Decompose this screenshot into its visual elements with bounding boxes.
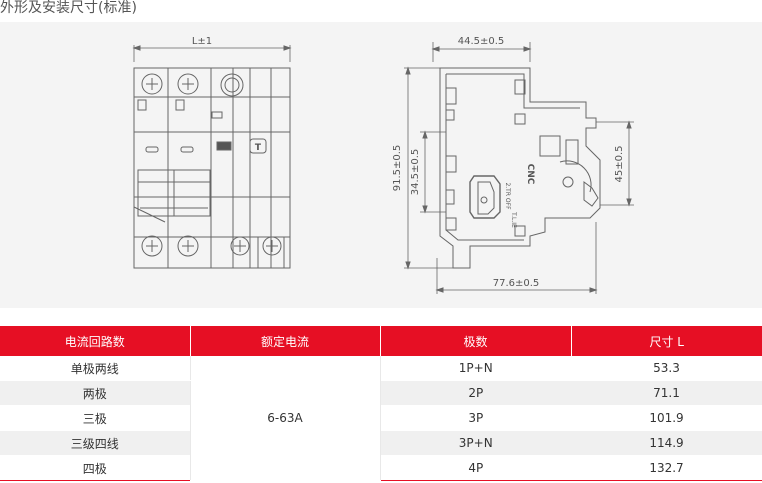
poles-cell: 3P bbox=[380, 405, 571, 431]
lever-label-bottom: T.L.IE bbox=[510, 211, 517, 228]
poles-cell: 4P bbox=[380, 455, 571, 481]
header-circuit: 电流回路数 bbox=[0, 326, 190, 356]
table-row: 三极 3P 101.9 bbox=[0, 405, 762, 431]
side-view bbox=[404, 42, 634, 294]
circuit-cell: 三级四线 bbox=[0, 430, 190, 456]
poles-cell: 2P bbox=[380, 380, 571, 406]
table-header-row: 电流回路数 额定电流 极数 尺寸 L bbox=[0, 326, 762, 356]
poles-cell: 3P+N bbox=[380, 430, 571, 456]
dimension-drawing: L±1 T 44.5±0.5 91.5±0.5 34.5±0.5 45±0.5 … bbox=[132, 36, 634, 294]
table-row: 四极 4P 132.7 bbox=[0, 455, 762, 481]
test-button-label: T bbox=[255, 143, 262, 153]
size-cell: 101.9 bbox=[571, 405, 762, 431]
side-top-label: 44.5±0.5 bbox=[458, 36, 505, 47]
circuit-cell: 单极两线 bbox=[0, 356, 190, 381]
side-inner-label: 34.5±0.5 bbox=[410, 149, 421, 196]
lever-label-top: 2.TR OFF bbox=[504, 182, 511, 210]
circuit-cell: 两极 bbox=[0, 380, 190, 406]
header-poles: 极数 bbox=[379, 326, 571, 356]
poles-cell: 1P+N bbox=[380, 356, 571, 381]
size-cell: 132.7 bbox=[571, 455, 762, 481]
front-view bbox=[132, 45, 292, 269]
header-size: 尺寸 L bbox=[570, 326, 762, 356]
circuit-cell: 四极 bbox=[0, 455, 190, 481]
size-cell: 71.1 bbox=[571, 380, 762, 406]
side-height-label: 91.5±0.5 bbox=[392, 145, 403, 192]
dimension-drawing-panel: L±1 T 44.5±0.5 91.5±0.5 34.5±0.5 45±0.5 … bbox=[0, 22, 762, 308]
table-row: 两极 2P 71.1 bbox=[0, 380, 762, 406]
header-rated-current: 额定电流 bbox=[189, 326, 380, 356]
side-right-label: 45±0.5 bbox=[614, 145, 625, 182]
page-heading: 外形及安装尺寸(标准) bbox=[0, 0, 137, 16]
size-cell: 114.9 bbox=[571, 430, 762, 456]
brand-label: CNC bbox=[525, 164, 535, 185]
table-row: 三级四线 3P+N 114.9 bbox=[0, 430, 762, 456]
circuit-cell: 三极 bbox=[0, 405, 190, 431]
side-bottom-label: 77.6±0.5 bbox=[493, 278, 540, 289]
spec-table: 电流回路数 额定电流 极数 尺寸 L 单极两线 6-63A 1P+N 53.3 … bbox=[0, 326, 762, 481]
front-width-label: L±1 bbox=[192, 36, 212, 47]
table-row: 单极两线 6-63A 1P+N 53.3 bbox=[0, 356, 762, 481]
rated-current-cell: 6-63A bbox=[189, 356, 381, 481]
size-cell: 53.3 bbox=[571, 356, 762, 381]
